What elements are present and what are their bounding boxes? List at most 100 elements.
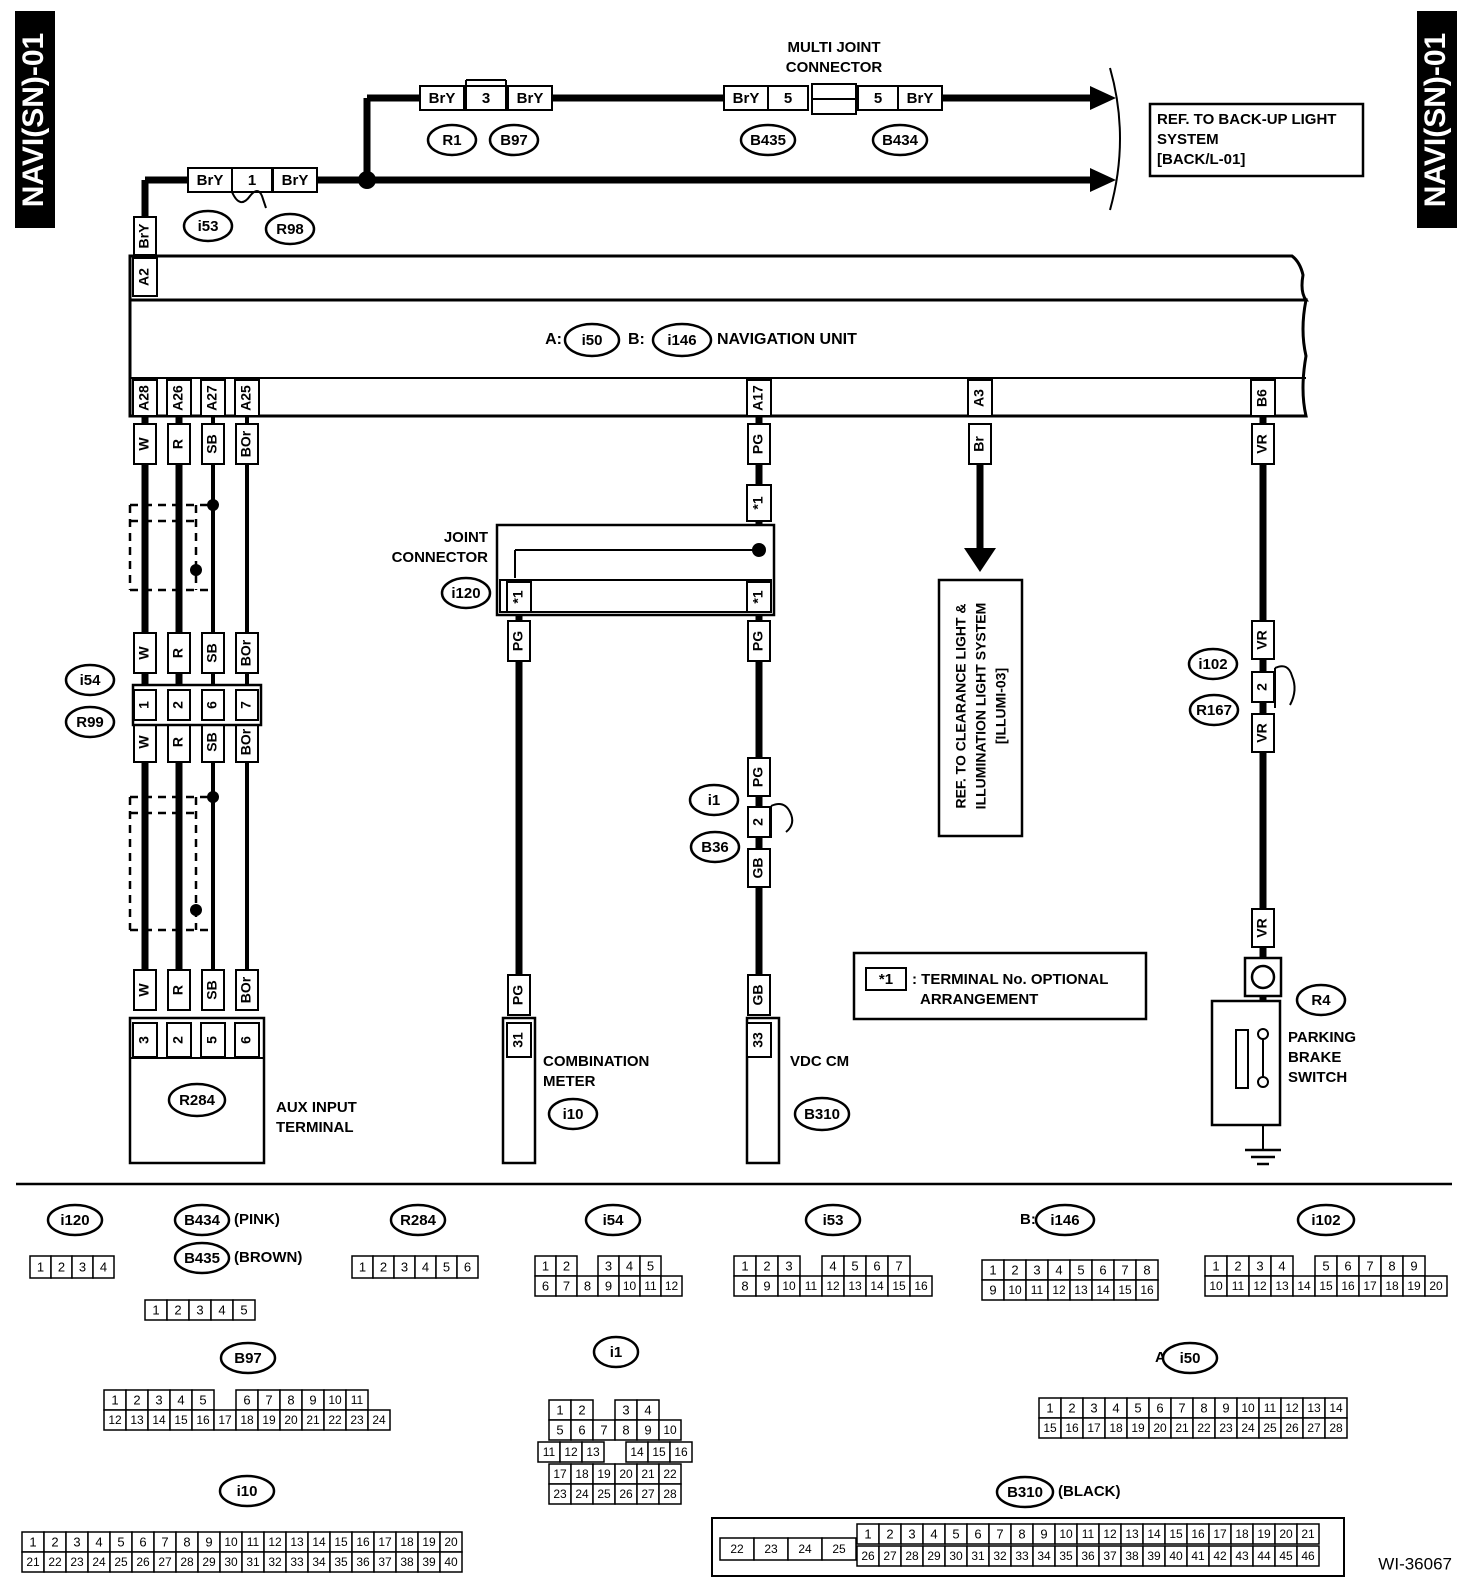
terminal-number-box xyxy=(746,1022,772,1058)
pin-number: 2 xyxy=(51,1534,58,1549)
wire-color-label: BrY xyxy=(197,172,224,189)
pin-number: 1 xyxy=(1212,1258,1219,1273)
pin-number: 24 xyxy=(575,1487,589,1501)
wire-color-tag xyxy=(1251,423,1275,465)
i10-connector-badge xyxy=(547,1097,599,1131)
B434-view-badge xyxy=(173,1203,231,1237)
i120-connector-badge xyxy=(440,576,492,610)
B435-connector-badge xyxy=(739,123,797,157)
pin-number: 6 xyxy=(243,1392,250,1407)
wire-color-label: PG xyxy=(750,434,766,454)
terminal-number-box xyxy=(166,1022,192,1058)
wire-color-tag xyxy=(747,423,771,465)
pin-number: 4 xyxy=(1112,1400,1119,1415)
pin-number: 13 xyxy=(1125,1527,1139,1541)
pin-number: 38 xyxy=(400,1555,414,1569)
pin-cell xyxy=(92,1255,115,1279)
pin-number: 16 xyxy=(196,1413,210,1427)
wire-color-tag xyxy=(133,969,157,1011)
terminal-number: 2 xyxy=(750,818,766,826)
terminal-number-box xyxy=(133,689,157,721)
pin-number: 30 xyxy=(224,1555,238,1569)
pin-number: 4 xyxy=(100,1259,107,1274)
navigation-unit-top xyxy=(128,254,1309,302)
pin-number: 38 xyxy=(1125,1549,1139,1563)
pin-number: 12 xyxy=(1253,1279,1267,1293)
wire-color-label: BOr xyxy=(238,430,254,457)
pin-number: 16 xyxy=(914,1279,928,1293)
wire-color-tag xyxy=(235,423,259,465)
pin-number: 4 xyxy=(644,1402,651,1417)
pin-number: 11 xyxy=(1082,1527,1095,1541)
component-name: PARKING xyxy=(1288,1029,1356,1046)
pin-number: 3 xyxy=(622,1402,629,1417)
pin-number: 17 xyxy=(1363,1279,1377,1293)
terminal-number: 2 xyxy=(170,701,186,709)
terminal-box xyxy=(967,379,993,417)
pin-number: 34 xyxy=(312,1555,326,1569)
i53-view-label: i53 xyxy=(823,1212,844,1229)
arrow-right xyxy=(1090,168,1116,192)
wire-color-tag xyxy=(201,632,225,674)
wire-color-label: R xyxy=(170,985,186,995)
pin-number: 39 xyxy=(1147,1549,1161,1563)
wire-color-tag xyxy=(201,969,225,1011)
i54-view-label: i54 xyxy=(603,1212,625,1229)
pin-number: 2 xyxy=(578,1402,585,1417)
nav-terminal: A27 xyxy=(204,385,220,411)
R4-connector-label: R4 xyxy=(1311,992,1331,1009)
pin-number: 2 xyxy=(1011,1262,1018,1277)
wire-color-label: R xyxy=(170,648,186,658)
pin-number: 20 xyxy=(444,1535,458,1549)
pin-cell xyxy=(1296,1545,1320,1567)
connector-break xyxy=(770,803,794,838)
pin-number: 19 xyxy=(1407,1279,1421,1293)
R98-connector-badge xyxy=(264,212,316,246)
ref-clearance-text: [ILLUMI-03] xyxy=(993,668,1009,744)
i146-connector-label: i146 xyxy=(667,332,696,349)
pin-number: 16 xyxy=(1140,1283,1154,1297)
i53-view-badge xyxy=(804,1203,862,1237)
wire-color-tag xyxy=(723,85,769,111)
terminal-number: 5 xyxy=(874,90,882,107)
B434-connector-label: B434 xyxy=(882,132,919,149)
R167-connector-label: R167 xyxy=(1196,702,1232,719)
pin-number: 15 xyxy=(892,1279,906,1293)
pin-number: 4 xyxy=(829,1258,836,1273)
pin-number: 40 xyxy=(1169,1549,1183,1563)
pin-number: 18 xyxy=(575,1467,589,1481)
terminal-number: 7 xyxy=(238,701,254,709)
i53-connector-label: i53 xyxy=(198,218,219,235)
pin-number: 22 xyxy=(328,1413,342,1427)
pin-number: 1 xyxy=(556,1402,563,1417)
pin-number: 17 xyxy=(1087,1421,1101,1435)
pin-cell xyxy=(660,1275,683,1297)
pin-number: 13 xyxy=(586,1445,600,1459)
component-name: BRAKE xyxy=(1288,1049,1341,1066)
pin-number: 19 xyxy=(262,1413,276,1427)
pin-number: 8 xyxy=(183,1534,190,1549)
connector-break xyxy=(1274,665,1296,708)
pin-number: 12 xyxy=(268,1535,282,1549)
pin-number: 1 xyxy=(152,1302,159,1317)
wire-color-tag xyxy=(1251,908,1275,948)
nav-terminal: A3 xyxy=(971,389,987,407)
pin-number: 9 xyxy=(1410,1258,1417,1273)
pin-number: 26 xyxy=(1285,1421,1299,1435)
i146-view-badge xyxy=(1034,1203,1096,1237)
pin-number: 28 xyxy=(905,1549,919,1563)
wire-color-tag xyxy=(167,632,191,674)
pin-number: 26 xyxy=(136,1555,150,1569)
i50-connector-badge xyxy=(563,322,621,358)
pin-number: 37 xyxy=(378,1555,392,1569)
splice-dot xyxy=(752,543,766,557)
pin-number: 3 xyxy=(908,1526,915,1541)
terminal-number-box xyxy=(200,1022,226,1058)
pin-number: 3 xyxy=(785,1258,792,1273)
pin-number: 7 xyxy=(600,1422,607,1437)
wire-color-tag xyxy=(133,423,157,465)
pin-number: 7 xyxy=(161,1534,168,1549)
pin-number: 7 xyxy=(265,1392,272,1407)
wire-color-label: VR xyxy=(1254,434,1270,453)
pin-number: 11 xyxy=(543,1445,556,1459)
